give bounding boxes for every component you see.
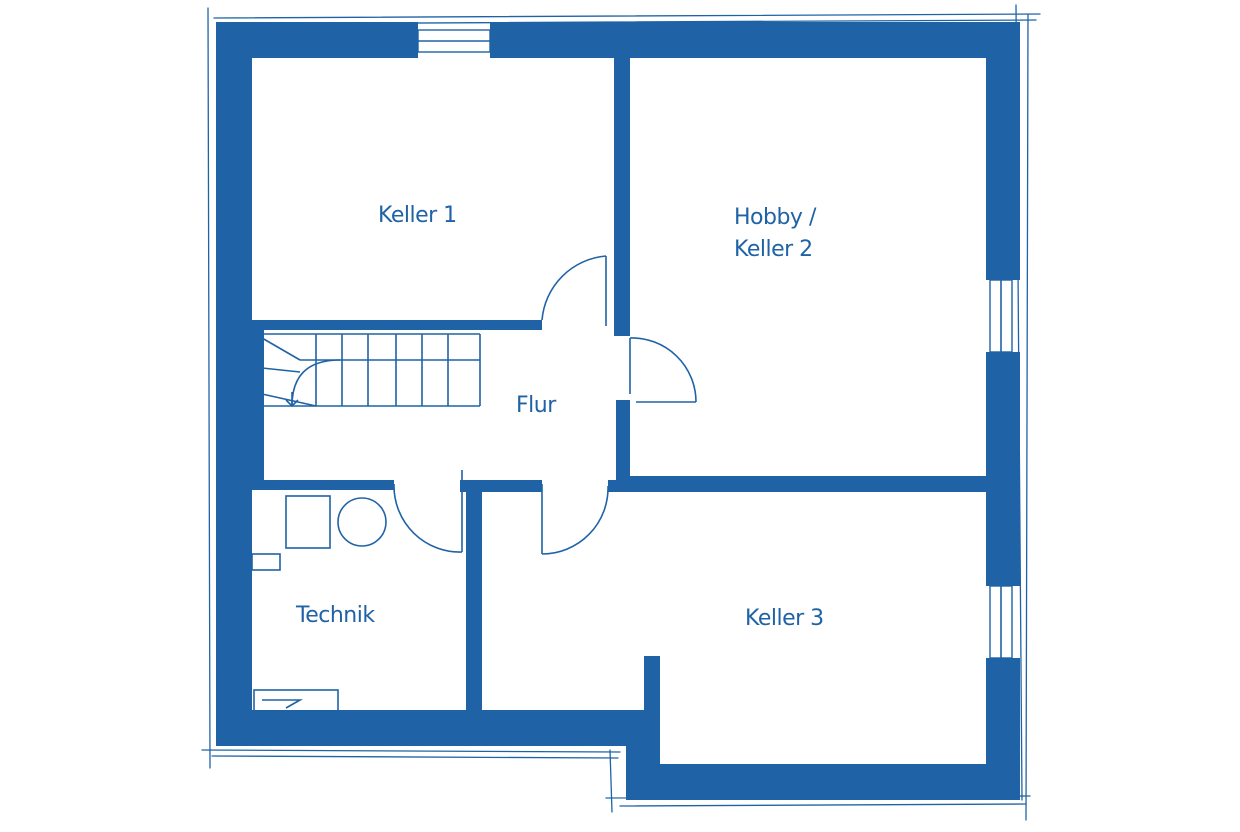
technik-fixtures <box>251 495 387 713</box>
room-label-flur: Flur <box>516 393 556 418</box>
exterior-walls <box>216 22 1020 800</box>
room-label-keller3: Keller 3 <box>745 606 824 631</box>
room-label-keller1: Keller 1 <box>378 203 457 228</box>
staircase <box>252 322 481 482</box>
room-label-technik: Technik <box>296 603 375 628</box>
doors <box>393 255 697 555</box>
interior-walls <box>252 54 988 716</box>
room-label-hobby-line1: Hobby / <box>734 205 816 230</box>
room-label-hobby-line2: Keller 2 <box>734 237 813 262</box>
windows <box>417 29 1013 659</box>
